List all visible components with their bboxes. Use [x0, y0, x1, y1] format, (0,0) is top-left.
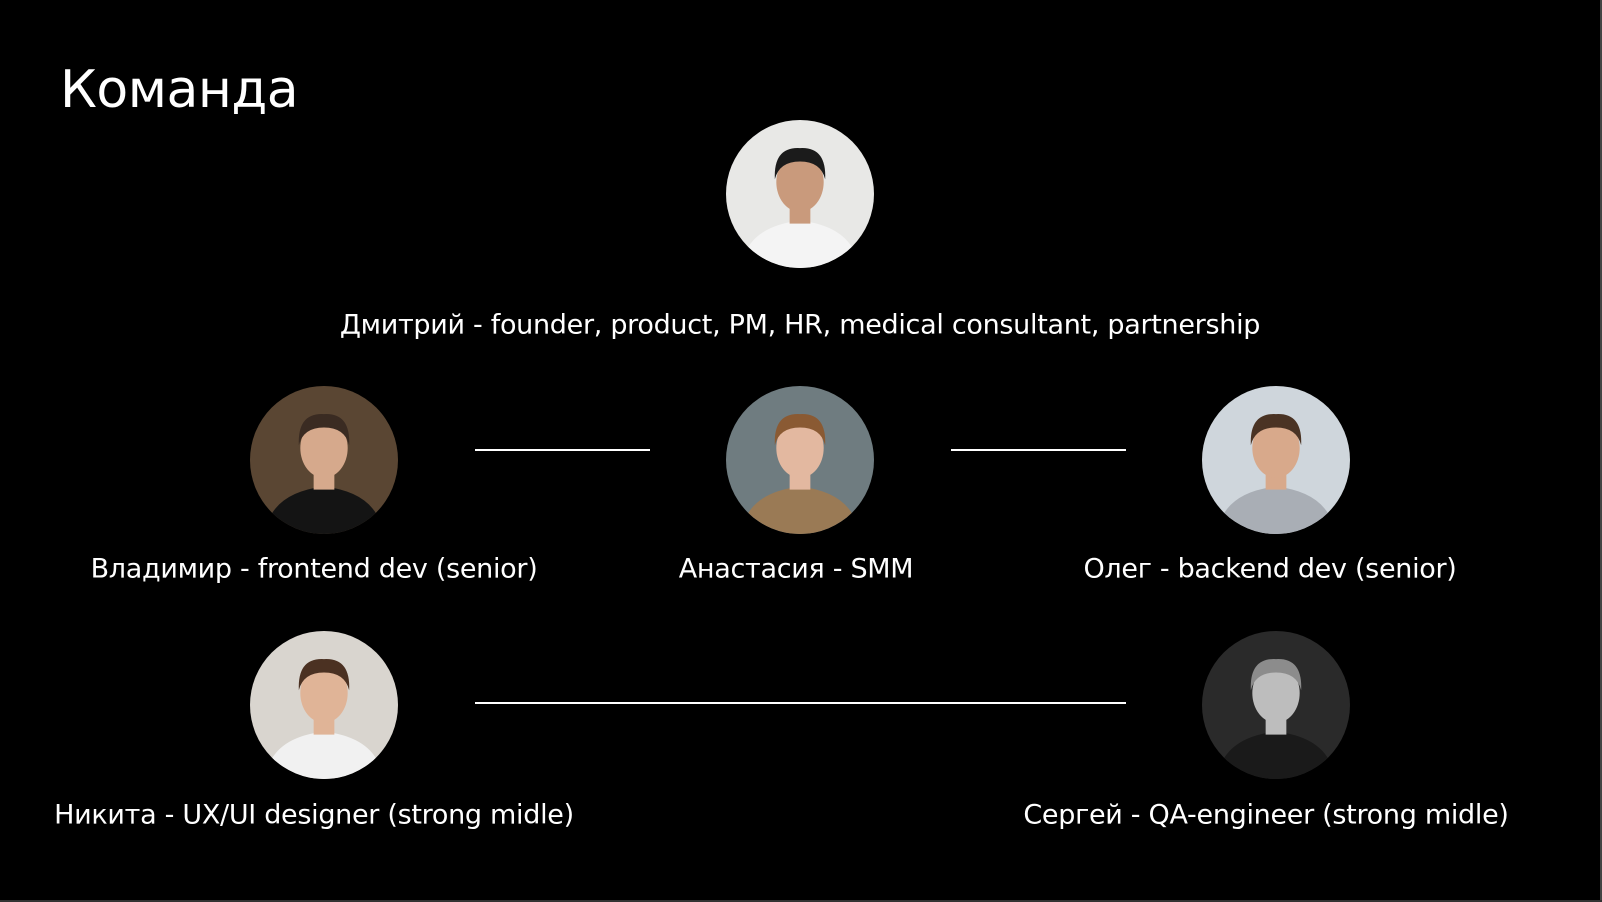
person-photo-icon	[1202, 631, 1350, 779]
person-photo-icon	[726, 120, 874, 268]
member-caption: Дмитрий - founder, product, PM, HR, medi…	[339, 309, 1261, 341]
member-caption: Никита - UX/UI designer (strong midle)	[54, 799, 574, 831]
person-photo-icon	[250, 386, 398, 534]
slide-border	[1600, 0, 1602, 902]
avatar-vladimir	[250, 386, 398, 534]
page-title: Команда	[60, 60, 299, 120]
person-photo-icon	[726, 386, 874, 534]
avatar-anastasia	[726, 386, 874, 534]
person-photo-icon	[250, 631, 398, 779]
slide-border	[0, 900, 1602, 902]
person-photo-icon	[1202, 386, 1350, 534]
avatar-sergey	[1202, 631, 1350, 779]
avatar-dmitry	[726, 120, 874, 268]
member-caption: Владимир - frontend dev (senior)	[90, 553, 538, 585]
avatar-nikita	[250, 631, 398, 779]
member-caption: Анастасия - SMM	[678, 553, 914, 585]
connector-line	[951, 449, 1126, 451]
connector-line	[475, 702, 1126, 704]
avatar-oleg	[1202, 386, 1350, 534]
member-caption: Олег - backend dev (senior)	[1083, 553, 1457, 585]
member-caption: Сергей - QA-engineer (strong midle)	[1023, 799, 1509, 831]
connector-line	[475, 449, 650, 451]
